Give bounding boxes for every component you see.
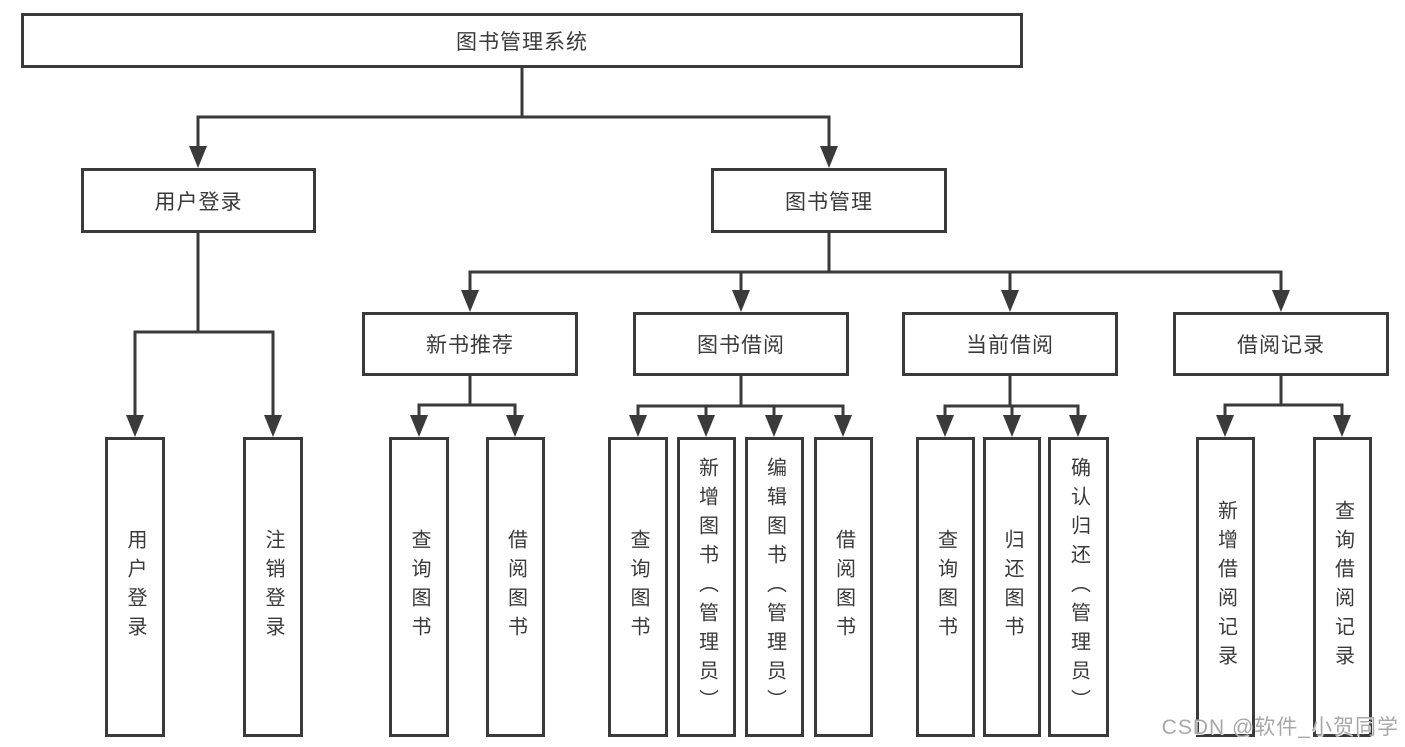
arrow-down-icon <box>1216 415 1234 437</box>
node-leaf-return-book: 归还图书 <box>983 437 1041 737</box>
arrow-down-icon <box>461 290 479 312</box>
arrow-down-icon <box>629 415 647 437</box>
arrow-down-icon <box>264 415 282 437</box>
node-label: 新书推荐 <box>426 334 514 357</box>
node-leaf-add-book-admin: 新增图书（管理员） <box>677 437 736 737</box>
arrow-down-icon <box>1333 415 1351 437</box>
arrowheads <box>126 146 1351 437</box>
node-label: 查询图书 <box>408 529 430 645</box>
arrow-down-icon <box>506 415 524 437</box>
arrow-down-icon <box>1003 415 1021 437</box>
node-label: 图书管理系统 <box>456 30 588 54</box>
node-leaf-user-login: 用户登录 <box>105 437 165 737</box>
csdn-watermark: CSDN @软件_小贺同学 <box>1161 716 1399 739</box>
node-label: 借阅图书 <box>504 529 527 645</box>
node-label: 查询借阅记录 <box>1331 500 1354 674</box>
node-new-book-recommend: 新书推荐 <box>362 312 578 376</box>
node-label: 借阅记录 <box>1237 334 1325 357</box>
node-user-login: 用户登录 <box>81 168 316 233</box>
arrow-down-icon <box>834 415 852 437</box>
node-leaf-recommend-borrow-book: 借阅图书 <box>486 437 545 737</box>
node-borrow-records: 借阅记录 <box>1173 312 1389 376</box>
node-current-borrow: 当前借阅 <box>902 312 1118 376</box>
node-leaf-borrow-book: 借阅图书 <box>814 437 873 737</box>
arrow-down-icon <box>820 146 838 168</box>
arrow-down-icon <box>936 415 954 437</box>
node-label: 图书借阅 <box>697 334 785 357</box>
arrow-down-icon <box>1069 415 1087 437</box>
node-leaf-confirm-return-admin: 确认归还（管理员） <box>1048 437 1109 737</box>
node-label: 确认归还（管理员） <box>1067 456 1090 718</box>
node-leaf-logout: 注销登录 <box>243 437 303 737</box>
node-label: 用户登录 <box>124 529 146 645</box>
node-leaf-edit-book-admin: 编辑图书（管理员） <box>745 437 804 737</box>
node-root: 图书管理系统 <box>21 13 1023 68</box>
node-leaf-query-borrow-record: 查询借阅记录 <box>1313 437 1372 737</box>
node-label: 借阅图书 <box>832 529 855 645</box>
node-leaf-recommend-query-book: 查询图书 <box>389 437 449 737</box>
arrow-down-icon <box>732 290 750 312</box>
node-book-management: 图书管理 <box>711 168 947 233</box>
arrow-down-icon <box>126 415 144 437</box>
node-label: 当前借阅 <box>966 334 1054 357</box>
node-label: 注销登录 <box>262 529 284 645</box>
node-label: 查询图书 <box>934 529 957 645</box>
node-label: 归还图书 <box>1001 529 1023 645</box>
node-label: 图书管理 <box>785 190 873 214</box>
node-label: 新增借阅记录 <box>1214 500 1237 674</box>
node-leaf-add-borrow-record: 新增借阅记录 <box>1196 437 1255 737</box>
node-label: 用户登录 <box>154 190 243 214</box>
arrow-down-icon <box>765 415 783 437</box>
arrow-down-icon <box>410 415 428 437</box>
arrow-down-icon <box>1272 290 1290 312</box>
node-label: 查询图书 <box>627 529 649 645</box>
node-book-borrow: 图书借阅 <box>633 312 849 376</box>
node-leaf-current-query-book: 查询图书 <box>916 437 975 737</box>
arrow-down-icon <box>189 146 207 168</box>
node-leaf-borrow-query-book: 查询图书 <box>608 437 668 737</box>
arrow-down-icon <box>697 415 715 437</box>
arrow-down-icon <box>1001 290 1019 312</box>
node-label: 新增图书（管理员） <box>695 456 718 718</box>
node-label: 编辑图书（管理员） <box>763 456 786 718</box>
